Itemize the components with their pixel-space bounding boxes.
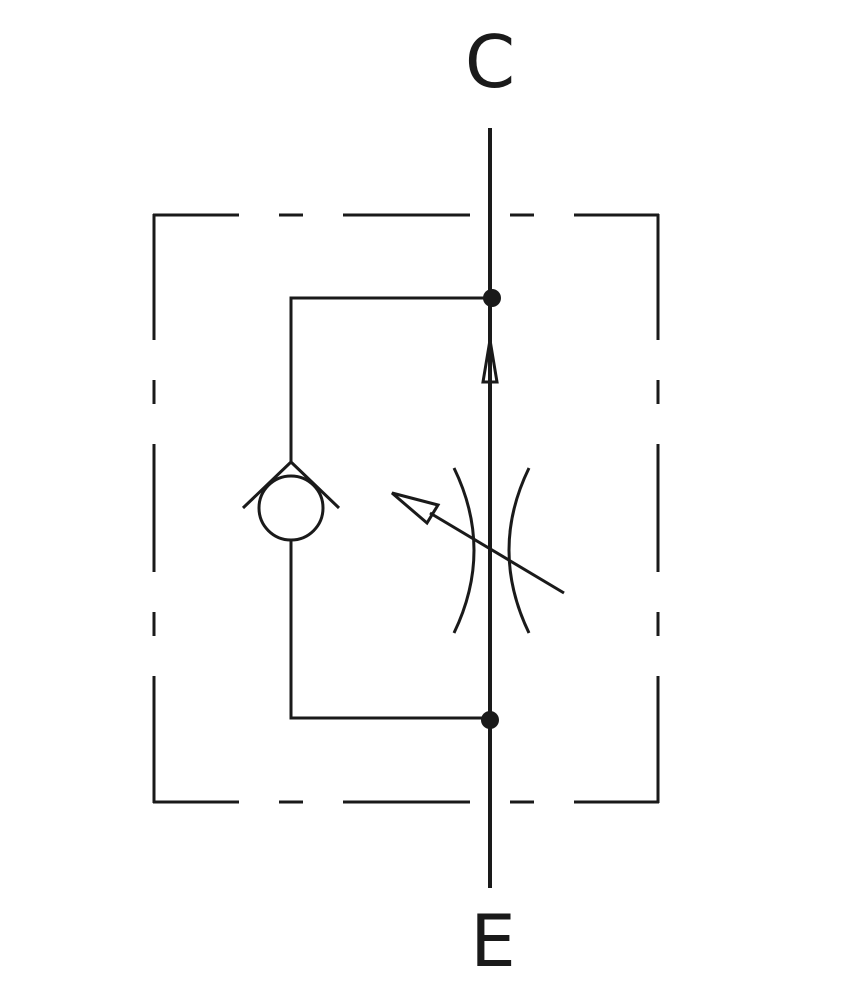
- check-valve-ball: [257, 474, 325, 542]
- adjust-arrow-head: [391, 491, 441, 526]
- enclosure-boundary: [152, 213, 660, 804]
- port-label-c: C: [465, 20, 515, 104]
- junction-dot-bottom: [481, 711, 499, 729]
- adjustable-throttle-symbol: [391, 467, 565, 634]
- throttle-arc-right: [507, 467, 531, 634]
- adjust-arrow-shaft: [429, 511, 565, 595]
- flow-direction-arrow: [481, 339, 499, 384]
- check-valve-symbol: [241, 459, 341, 542]
- throttle-arc-left: [452, 467, 476, 634]
- bypass-line-top: [289, 296, 492, 462]
- bypass-line-bottom: [289, 541, 490, 720]
- check-valve-seat: [241, 459, 341, 510]
- port-label-e: E: [470, 899, 516, 983]
